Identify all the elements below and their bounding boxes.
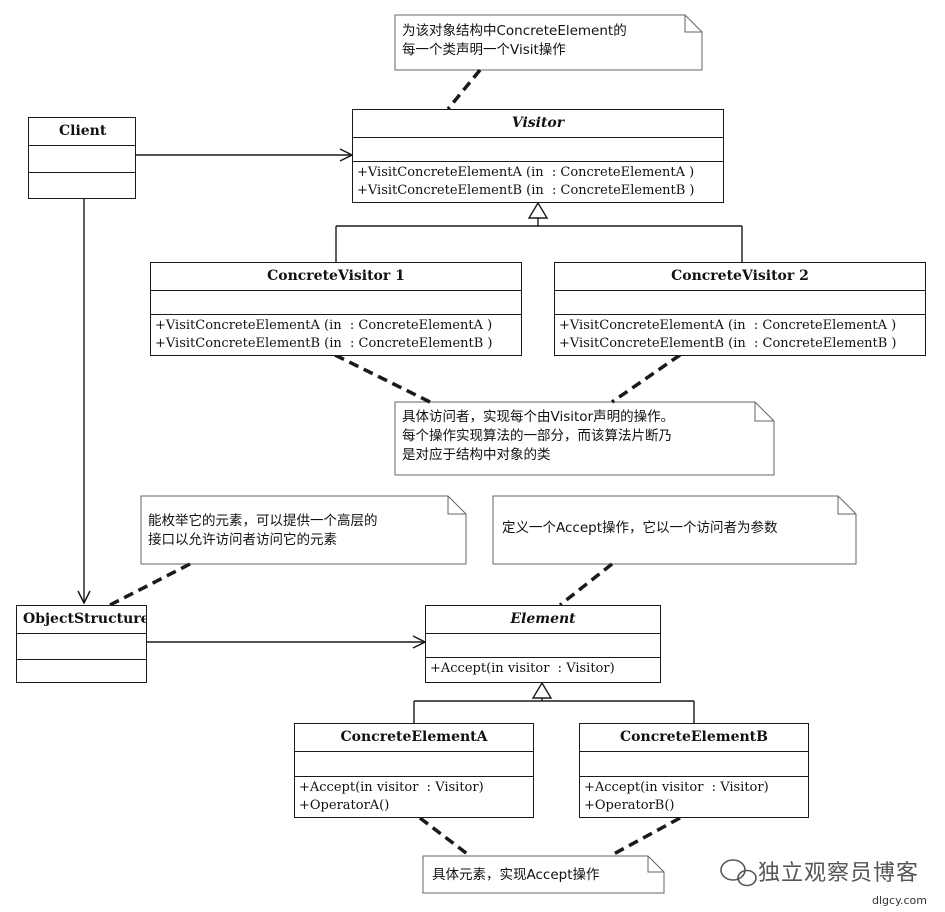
operation: +VisitConcreteElementB (in : ConcreteEle…: [155, 336, 493, 351]
class-operations: +VisitConcreteElementA (in : ConcreteEle…: [151, 315, 521, 355]
class-name: Visitor: [353, 110, 723, 138]
class-attributes: [17, 634, 146, 660]
visitor-note: 为该对象结构中ConcreteElement的 每一个类声明一个Visit操作: [402, 22, 627, 60]
class-name: Element: [426, 606, 660, 634]
note-line: 能枚举它的元素，可以提供一个高层的: [148, 513, 378, 529]
concrete-element-note-shape: [422, 855, 665, 894]
concrete-element-a-class[interactable]: ConcreteElementA +Accept(in visitor : Vi…: [294, 723, 534, 818]
wechat-icon: [720, 859, 757, 887]
class-operations: +Accept(in visitor : Visitor): [426, 658, 660, 680]
concrete-element-note: 具体元素，实现Accept操作: [432, 866, 600, 885]
note-line: 具体访问者，实现每个由Visitor声明的操作。: [402, 409, 675, 425]
concrete-element-b-class[interactable]: ConcreteElementB +Accept(in visitor : Vi…: [579, 723, 809, 818]
class-operations: [17, 660, 146, 682]
operation: +VisitConcreteElementA (in : ConcreteEle…: [559, 318, 897, 333]
object-structure-note-shape: [140, 495, 467, 565]
concrete-visitor-note: 具体访问者，实现每个由Visitor声明的操作。 每个操作实现算法的一部分，而该…: [402, 408, 674, 465]
element-class[interactable]: Element +Accept(in visitor : Visitor): [425, 605, 661, 683]
operation: +VisitConcreteElementA (in : ConcreteEle…: [155, 318, 493, 333]
element-note: 定义一个Accept操作，它以一个访问者为参数: [502, 519, 778, 538]
element-note-shape: [492, 495, 857, 565]
note-line: 是对应于结构中对象的类: [402, 447, 551, 463]
class-name: ObjectStructure: [17, 606, 146, 634]
note-line: 每一个类声明一个Visit操作: [402, 42, 566, 58]
operation: +OperatorA(): [299, 798, 390, 813]
class-operations: +Accept(in visitor : Visitor) +OperatorB…: [580, 777, 808, 817]
operation: +VisitConcreteElementB (in : ConcreteEle…: [357, 183, 695, 198]
watermark-text: 独立观察员博客: [758, 861, 920, 886]
concrete-visitor-2-class[interactable]: ConcreteVisitor 2 +VisitConcreteElementA…: [554, 262, 926, 356]
visitor-note-shape: [394, 14, 703, 71]
watermark-site: dlgcy.com: [872, 894, 927, 907]
operation: +Accept(in visitor : Visitor): [299, 780, 484, 795]
class-attributes: [295, 752, 533, 777]
visitor-class[interactable]: Visitor +VisitConcreteElementA (in : Con…: [352, 109, 724, 203]
note-line: 具体元素，实现Accept操作: [432, 867, 600, 883]
object-structure-note: 能枚举它的元素，可以提供一个高层的 接口以允许访问者访问它的元素: [148, 512, 378, 550]
class-attributes: [426, 634, 660, 658]
client-class[interactable]: Client: [28, 117, 136, 199]
note-line: 接口以允许访问者访问它的元素: [148, 532, 337, 548]
class-operations: +Accept(in visitor : Visitor) +OperatorA…: [295, 777, 533, 817]
class-attributes: [151, 291, 521, 315]
class-attributes: [555, 291, 925, 315]
object-structure-class[interactable]: ObjectStructure: [16, 605, 147, 683]
note-line: 为该对象结构中ConcreteElement的: [402, 23, 627, 39]
concrete-visitor-1-class[interactable]: ConcreteVisitor 1 +VisitConcreteElementA…: [150, 262, 522, 356]
operation: +OperatorB(): [584, 798, 675, 813]
class-operations: [29, 173, 135, 197]
note-line: 定义一个Accept操作，它以一个访问者为参数: [502, 520, 778, 536]
operation: +VisitConcreteElementA (in : ConcreteEle…: [357, 165, 695, 180]
operation: +Accept(in visitor : Visitor): [430, 661, 615, 676]
class-attributes: [353, 138, 723, 162]
class-name: Client: [29, 118, 135, 146]
class-attributes: [580, 752, 808, 777]
class-name: ConcreteVisitor 2: [555, 263, 925, 291]
class-operations: +VisitConcreteElementA (in : ConcreteEle…: [353, 162, 723, 202]
operation: +Accept(in visitor : Visitor): [584, 780, 769, 795]
class-name: ConcreteVisitor 1: [151, 263, 521, 291]
class-operations: +VisitConcreteElementA (in : ConcreteEle…: [555, 315, 925, 355]
concrete-visitor-note-shape: [394, 401, 775, 476]
operation: +VisitConcreteElementB (in : ConcreteEle…: [559, 336, 897, 351]
class-name: ConcreteElementB: [580, 724, 808, 752]
class-attributes: [29, 146, 135, 173]
class-name: ConcreteElementA: [295, 724, 533, 752]
note-line: 每个操作实现算法的一部分，而该算法片断乃: [402, 428, 672, 444]
